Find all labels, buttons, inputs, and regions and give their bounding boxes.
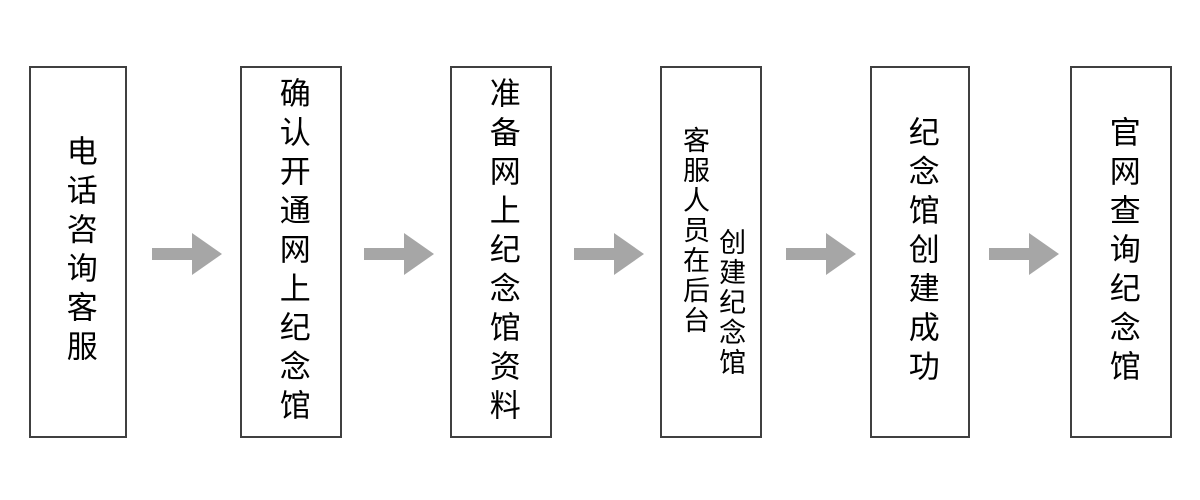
- flow-node-4-label-column-1: 客服人员在后台: [678, 126, 709, 336]
- flow-node-3[interactable]: 准备网上纪念馆资料: [450, 66, 552, 438]
- flow-node-5[interactable]: 纪念馆创建成功: [870, 66, 970, 438]
- flow-node-3-label: 准备网上纪念馆资料: [483, 76, 520, 428]
- flow-node-4[interactable]: 客服人员在后台 创建纪念馆: [660, 66, 762, 438]
- flow-arrow-5: [989, 233, 1059, 275]
- flow-arrow-4: [786, 233, 856, 275]
- flow-node-4-label-column-2: 创建纪念馆: [714, 228, 746, 378]
- flow-node-2-label: 确认开通网上纪念馆: [273, 76, 310, 428]
- flow-node-6[interactable]: 官网查询纪念馆: [1070, 66, 1172, 438]
- flow-node-1[interactable]: 电话咨询客服: [29, 66, 127, 438]
- flow-node-5-label: 纪念馆创建成功: [902, 115, 939, 389]
- flow-arrow-2: [364, 233, 434, 275]
- flow-node-6-label: 官网查询纪念馆: [1103, 115, 1140, 389]
- flow-node-2[interactable]: 确认开通网上纪念馆: [240, 66, 342, 438]
- flow-arrow-3: [574, 233, 644, 275]
- flow-arrow-1: [152, 233, 222, 275]
- flow-node-1-label: 电话咨询客服: [60, 135, 97, 369]
